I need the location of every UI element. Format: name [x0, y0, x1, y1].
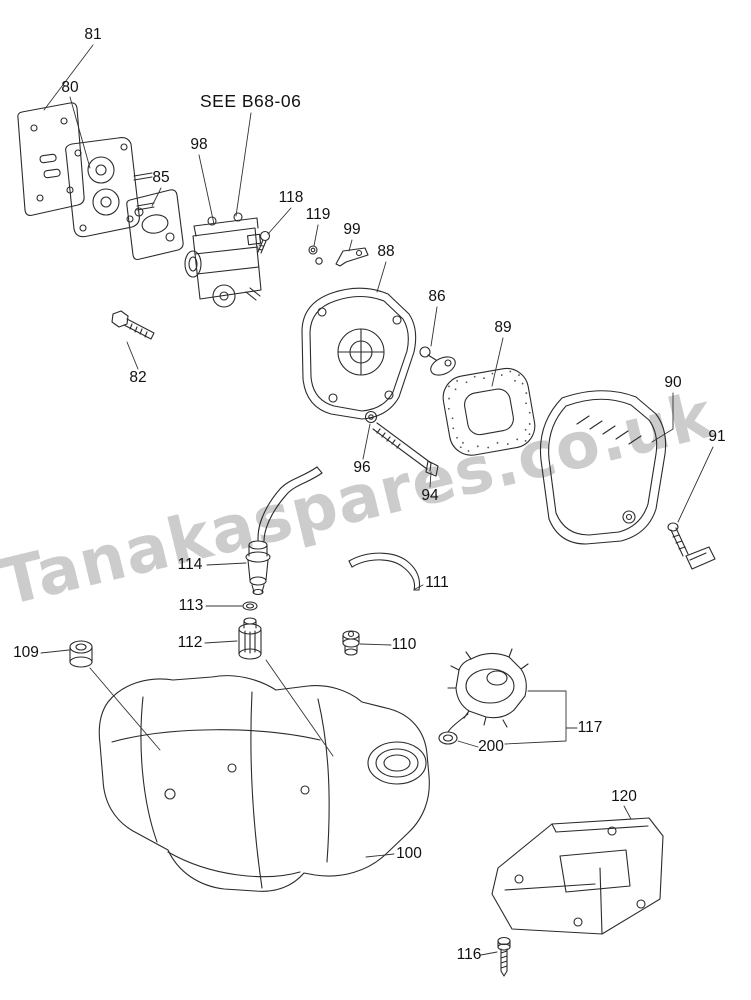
ring-113-drawing [242, 601, 258, 611]
part-label-88: 88 [377, 243, 395, 260]
cover-screw-drawing [667, 522, 716, 570]
part-label-82: 82 [129, 369, 147, 386]
bolt-94-drawing [372, 422, 439, 477]
choke-lever-drawing [419, 346, 456, 376]
part-label-86: 86 [428, 288, 446, 305]
part-label-112: 112 [177, 634, 203, 651]
part-label-120: 120 [611, 788, 637, 805]
screw-118-drawing [257, 230, 271, 254]
part-label-81: 81 [84, 26, 102, 43]
screw-116-drawing [497, 936, 511, 977]
tether-ring-drawing [438, 731, 458, 745]
fuel-filter-drawing [238, 617, 262, 660]
muffler-gasket-plate-drawing [17, 102, 85, 216]
part-label-91: 91 [708, 428, 726, 445]
fuel-tank-drawing [98, 675, 430, 892]
fuel-pipe-drawing [348, 552, 421, 591]
fuel-cap-drawing [447, 648, 529, 733]
air-cleaner-cover-drawing [539, 390, 667, 545]
intake-gasket-drawing [126, 189, 184, 261]
part-label-80: 80 [61, 79, 79, 96]
part-label-89: 89 [494, 319, 512, 336]
washer-96-drawing [364, 410, 378, 424]
washer-119-drawing [308, 245, 323, 265]
part-label-111: 111 [425, 574, 449, 591]
part-label-98: 98 [190, 136, 208, 153]
part-label-110: 110 [391, 636, 417, 653]
part-label-99: 99 [343, 221, 361, 238]
carburetor-drawing [184, 212, 262, 308]
part-label-200: 200 [478, 738, 504, 755]
leader-lines [40, 44, 714, 956]
part-label-90: 90 [664, 374, 682, 391]
part-label-100: 100 [396, 845, 422, 862]
grommet-109-drawing [69, 640, 93, 668]
breather-assembly-drawing [245, 466, 323, 596]
tank-guard-drawing [491, 817, 664, 935]
part-label-94: 94 [421, 487, 439, 504]
bolt-82-drawing [111, 310, 155, 340]
part-label-116: 116 [456, 946, 482, 963]
see-reference-note: SEE B68-06 [200, 91, 302, 111]
part-label-114: 114 [177, 556, 203, 573]
part-label-96: 96 [353, 459, 371, 476]
bracket-99-drawing [335, 247, 369, 267]
part-label-117: 117 [577, 719, 603, 736]
muffler-drawing [65, 137, 155, 238]
part-label-118: 118 [278, 189, 304, 206]
part-label-119: 119 [305, 206, 331, 223]
part-label-109: 109 [13, 644, 39, 661]
air-filter-foam-drawing [442, 367, 536, 456]
part-label-85: 85 [152, 169, 170, 186]
air-cleaner-base-drawing [301, 287, 417, 420]
grommet-110-drawing [342, 630, 360, 656]
part-label-113: 113 [178, 597, 204, 614]
